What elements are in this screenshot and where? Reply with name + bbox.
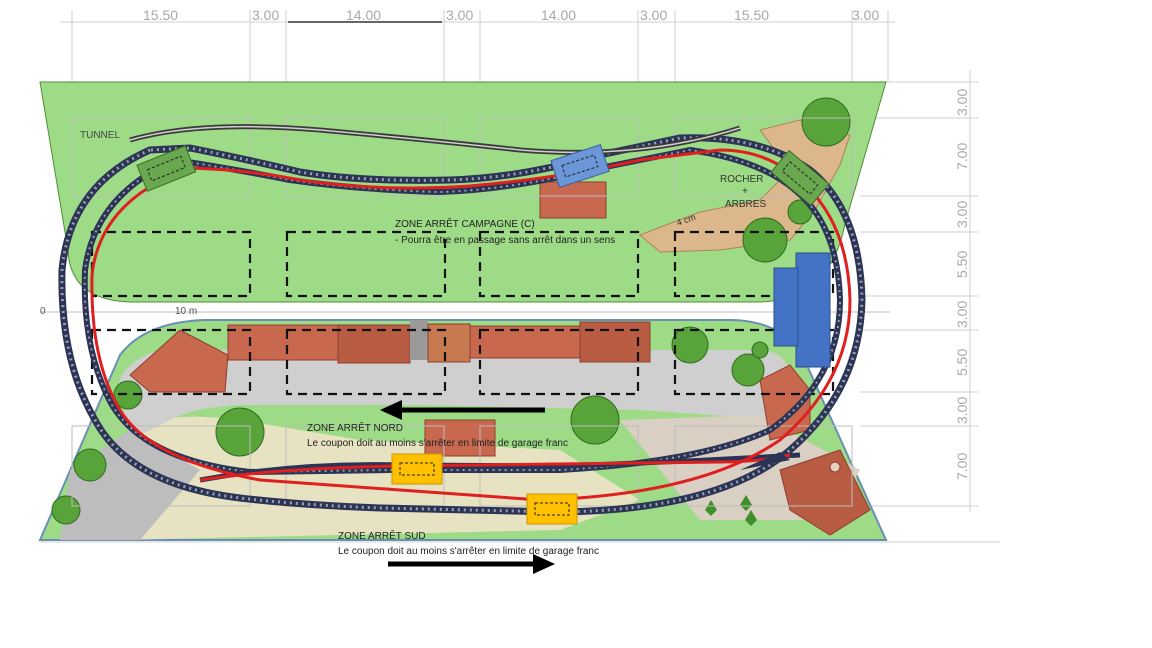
- dim-right-6: 5.50: [954, 349, 970, 376]
- station-building: [773, 252, 831, 368]
- yellow-car-sud: [526, 493, 578, 525]
- road-area: [118, 350, 790, 440]
- dim-right-4: 5.50: [954, 251, 970, 278]
- dim-top-1: 15.50: [143, 7, 178, 23]
- arrow-nord: [380, 400, 545, 420]
- red-siding: [199, 453, 791, 482]
- dim-right-1: 3.00: [954, 89, 970, 116]
- zone-nord-note: Le coupon doit au moins s'arrêter en lim…: [307, 438, 568, 449]
- yellow-car-nord: [391, 453, 443, 485]
- dim-right-7: 3.00: [954, 397, 970, 424]
- dim-top-3: 14.00: [346, 7, 381, 23]
- scale-label: 10 m: [175, 306, 197, 317]
- trees: [51, 97, 851, 525]
- dim-right-5: 3.00: [954, 301, 970, 328]
- dim-right-3: 3.00: [954, 201, 970, 228]
- rocher-label: ROCHER: [720, 174, 763, 185]
- red-route: [90, 148, 852, 502]
- dim-right-2: 7.00: [954, 143, 970, 170]
- dim-top-6: 3.00: [640, 7, 667, 23]
- track-rails: [58, 124, 866, 516]
- track-arrow: [740, 452, 790, 470]
- arrow-sud: [388, 554, 555, 574]
- bushes: [705, 495, 757, 526]
- dim-top-7: 15.50: [734, 7, 769, 23]
- zone-campagne-title: ZONE ARRÊT CAMPAGNE (C): [395, 217, 535, 230]
- dim-top-2: 3.00: [252, 7, 279, 23]
- zone-campagne-note: - Pourra être en passage sans arrêt dans…: [395, 235, 615, 246]
- top-dimensions: 15.50 3.00 14.00 3.00 14.00 3.00 15.50 3…: [143, 7, 879, 23]
- zone-sud-title: ZONE ARRÊT SUD: [338, 529, 426, 542]
- blue-car-campagne: [550, 144, 610, 188]
- rocher-plus-label: +: [742, 186, 748, 197]
- tunnel-label: TUNNEL: [80, 130, 120, 141]
- arbres-label: ARBRES: [725, 199, 766, 210]
- dim-top-4: 3.00: [446, 7, 473, 23]
- dim-top-8: 3.00: [852, 7, 879, 23]
- dim-right-8: 7.00: [954, 453, 970, 480]
- green-car-tunnel: [136, 145, 197, 192]
- green-car-east: [770, 149, 830, 207]
- left-zero-label: 0: [40, 306, 46, 317]
- right-dimensions: 3.00 7.00 3.00 5.50 3.00 5.50 3.00 7.00: [954, 89, 970, 480]
- zone-nord-title: ZONE ARRÊT NORD: [307, 421, 403, 434]
- zone-sud-note: Le coupon doit au moins s'arrêter en lim…: [338, 546, 599, 557]
- dim-top-5: 14.00: [541, 7, 576, 23]
